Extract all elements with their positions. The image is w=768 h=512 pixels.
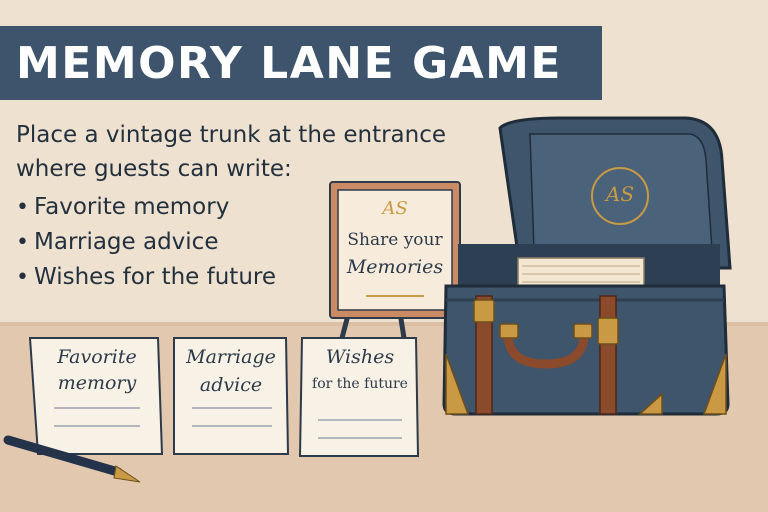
card-advice-line2: advice (199, 374, 263, 396)
sign-line2: Memories (346, 256, 444, 278)
trunk-icon (442, 116, 732, 416)
page-title: MEMORY LANE GAME (16, 37, 562, 89)
card-wishes-line2: for the future (312, 376, 408, 392)
list-item: •Marriage advice (16, 229, 219, 255)
list-item: •Wishes for the future (16, 264, 276, 290)
card-advice (173, 337, 290, 455)
card-advice-line1: Marriage (186, 346, 276, 368)
card-wishes-line1: Wishes (325, 346, 395, 368)
card-wishes (298, 337, 420, 457)
sign-line1: Share your (347, 230, 443, 250)
intro-text: Place a vintage trunk at the entrance wh… (16, 122, 447, 182)
bullet-list: •Favorite memory •Marriage advice •Wishe… (16, 190, 336, 295)
list-item: •Favorite memory (16, 194, 230, 220)
sign-monogram: AS (382, 198, 408, 219)
card-favorite-line2: memory (57, 372, 137, 394)
trunk-monogram: AS (605, 182, 635, 206)
easel-icon (329, 181, 461, 339)
card-favorite-line1: Favorite (57, 346, 137, 368)
title-banner: MEMORY LANE GAME (0, 26, 602, 100)
table-edge (0, 322, 768, 328)
pen-icon (3, 435, 141, 483)
card-favorite (28, 337, 164, 455)
